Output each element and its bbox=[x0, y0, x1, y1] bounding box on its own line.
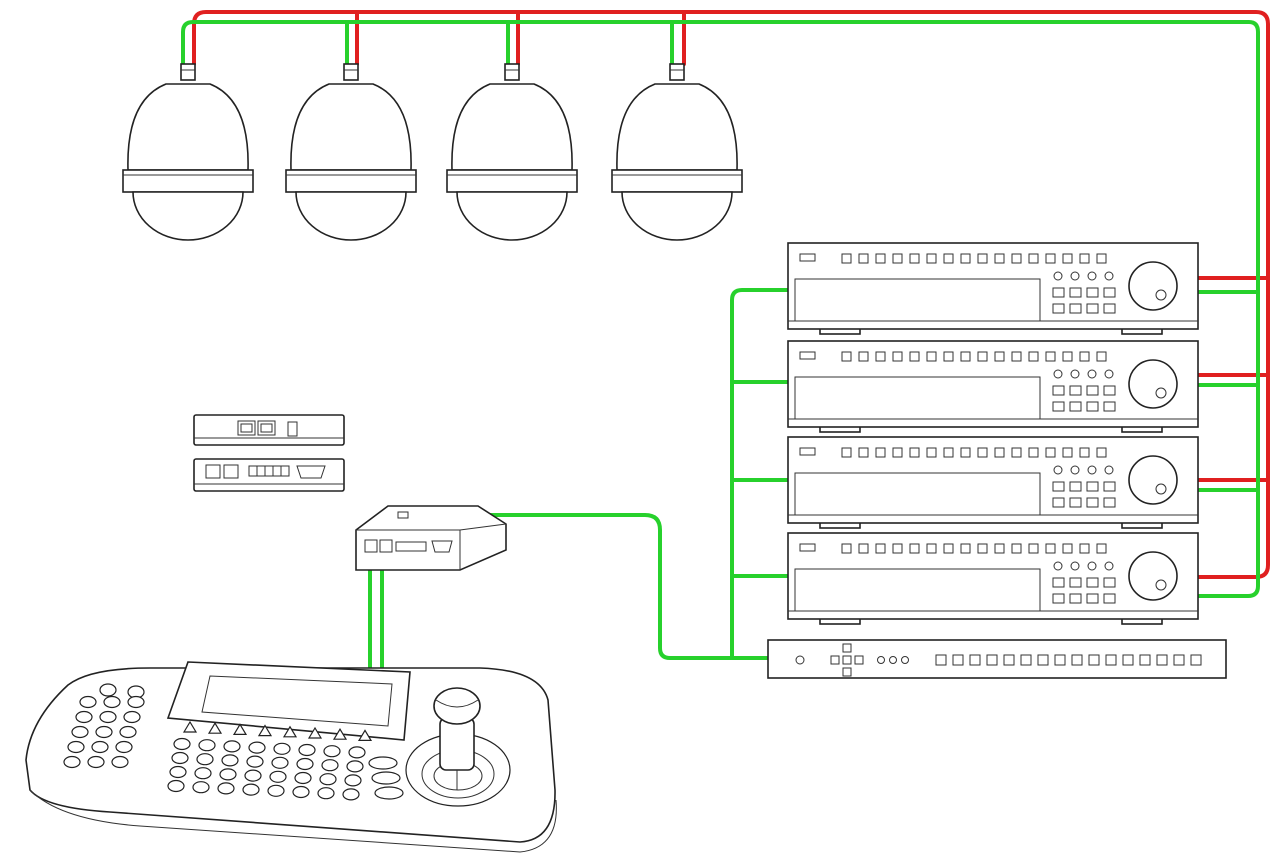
keyboard-arrow-key bbox=[357, 729, 373, 741]
switch-port bbox=[1054, 654, 1066, 666]
keyboard-key bbox=[269, 770, 287, 783]
dvr-recorder-icon bbox=[787, 340, 1199, 433]
keyboard-arrow-key bbox=[257, 724, 273, 737]
keyboard-arrow-key bbox=[332, 728, 348, 740]
switch-port bbox=[1122, 654, 1134, 666]
keyboard-key bbox=[267, 784, 285, 797]
converter-box-rear-icon bbox=[193, 458, 345, 492]
dome-camera-icon bbox=[122, 63, 254, 241]
keyboard-key bbox=[192, 781, 210, 794]
keyboard-key bbox=[111, 755, 129, 769]
keyboard-key bbox=[321, 759, 339, 772]
switch-port bbox=[1037, 654, 1049, 666]
cable-layer bbox=[181, 10, 1270, 677]
video-bus-cable bbox=[181, 20, 1260, 598]
keyboard-key bbox=[115, 740, 133, 754]
keyboard-key bbox=[123, 710, 141, 724]
dome-camera-icon bbox=[285, 63, 417, 241]
keyboard-key bbox=[63, 755, 81, 769]
keyboard-arrow-key bbox=[232, 723, 248, 735]
keyboard-key bbox=[99, 683, 117, 697]
keyboard-key bbox=[127, 695, 145, 709]
keyboard-key bbox=[344, 774, 362, 787]
switch-port bbox=[1139, 654, 1151, 666]
switch-port bbox=[1173, 654, 1185, 666]
converter-to-switch-cable bbox=[453, 513, 734, 660]
dome-camera-icon bbox=[611, 63, 743, 241]
keyboard-key bbox=[317, 787, 335, 800]
switch-port bbox=[986, 654, 998, 666]
rack-switch-icon bbox=[767, 639, 1227, 679]
keyboard-key bbox=[167, 779, 185, 793]
dome-camera-row bbox=[122, 63, 743, 241]
keyboard-key bbox=[169, 765, 187, 779]
dvr-stack bbox=[787, 242, 1199, 625]
keyboard-key bbox=[348, 746, 366, 759]
keyboard-key bbox=[95, 725, 113, 739]
keyboard-key bbox=[273, 742, 291, 755]
keyboard-key bbox=[223, 740, 241, 753]
keyboard-key bbox=[219, 768, 237, 781]
keyboard-key bbox=[87, 755, 105, 769]
ptz-keyboard-controller-icon bbox=[25, 661, 557, 853]
keyboard-key bbox=[198, 739, 216, 752]
keyboard-key bbox=[342, 788, 360, 801]
keyboard-key bbox=[292, 785, 310, 799]
keyboard-key bbox=[271, 756, 289, 769]
keyboard-key bbox=[323, 745, 341, 758]
keyboard-key bbox=[196, 753, 214, 766]
dvr-recorder-icon bbox=[787, 242, 1199, 335]
switch-port bbox=[1156, 654, 1168, 666]
keyboard-arrow-key bbox=[307, 726, 323, 739]
keyboard-key bbox=[244, 769, 262, 782]
converter-box-icon bbox=[193, 414, 345, 446]
keyboard-key bbox=[221, 754, 239, 767]
control-bus-cable bbox=[192, 10, 1270, 579]
keyboard-key bbox=[346, 760, 364, 773]
dome-camera-icon bbox=[446, 63, 578, 241]
switch-port bbox=[1020, 654, 1032, 666]
keyboard-key bbox=[119, 725, 137, 739]
switch-port bbox=[969, 654, 981, 666]
junction-box-icon bbox=[355, 505, 507, 571]
keyboard-key bbox=[298, 743, 316, 757]
keyboard-key bbox=[171, 751, 189, 765]
keyboard-key-grid bbox=[63, 683, 373, 801]
switch-port bbox=[1105, 654, 1117, 666]
network-riser-cable bbox=[730, 288, 790, 660]
keyboard-arrow-key bbox=[182, 720, 198, 733]
keyboard-key bbox=[71, 725, 89, 739]
keyboard-key bbox=[67, 740, 85, 754]
keyboard-key bbox=[319, 773, 337, 786]
keyboard-key bbox=[296, 757, 314, 771]
dvr-recorder-icon bbox=[787, 532, 1199, 625]
keyboard-key bbox=[217, 782, 235, 795]
switch-port bbox=[935, 654, 947, 666]
keyboard-key bbox=[79, 695, 97, 709]
keyboard-arrow-key bbox=[282, 725, 298, 738]
switch-port bbox=[1071, 654, 1083, 666]
keyboard-key bbox=[242, 783, 260, 796]
switch-port bbox=[1088, 654, 1100, 666]
switch-port bbox=[1003, 654, 1015, 666]
keyboard-key bbox=[246, 755, 264, 768]
keyboard-key bbox=[75, 710, 93, 724]
dvr-recorder-icon bbox=[787, 436, 1199, 529]
switch-port-row bbox=[935, 654, 1202, 666]
keyboard-key bbox=[173, 737, 191, 751]
switch-port bbox=[1190, 654, 1202, 666]
keyboard-key bbox=[91, 740, 109, 754]
keyboard-key bbox=[248, 741, 266, 754]
keyboard-key bbox=[194, 767, 212, 780]
keyboard-key bbox=[294, 771, 312, 785]
switch-port bbox=[952, 654, 964, 666]
keyboard-key bbox=[103, 695, 121, 709]
keyboard-key bbox=[99, 710, 117, 724]
keyboard-arrow-key bbox=[207, 722, 223, 734]
